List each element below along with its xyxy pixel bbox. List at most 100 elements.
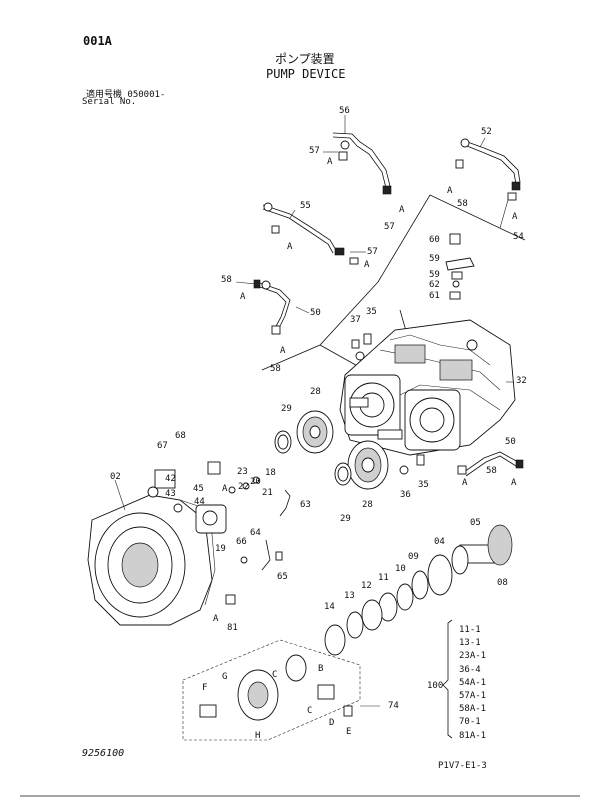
callout-59b: 59 xyxy=(429,270,440,280)
callout-28a: 28 xyxy=(310,387,321,397)
kit-item: 13-1 xyxy=(459,638,481,649)
callout-23: 23 xyxy=(237,467,248,477)
callout-65: 65 xyxy=(277,572,288,582)
gear-28-upper xyxy=(296,410,334,454)
marker-a-7: A xyxy=(240,292,246,302)
callout-32: 32 xyxy=(516,376,527,386)
oring-13 xyxy=(346,611,364,639)
marker-a-11: A xyxy=(222,484,228,494)
callout-35b: 35 xyxy=(418,480,429,490)
kit-item-list: 11-1 13-1 23A-1 36-4 54A-1 57A-1 58A-1 7… xyxy=(459,624,486,743)
washer-36 xyxy=(399,465,409,475)
kit-item: 70-1 xyxy=(459,717,481,728)
marker-a-3: A xyxy=(399,205,405,215)
callout-57a: 57 xyxy=(309,146,320,156)
fitting-18 xyxy=(252,476,260,484)
callout-64: 64 xyxy=(250,528,261,538)
callout-28b: 28 xyxy=(362,500,373,510)
fitting-22 xyxy=(228,486,236,494)
marker-c-1: C xyxy=(272,670,278,680)
callout-29b: 29 xyxy=(340,514,351,524)
callout-58b: 58 xyxy=(221,275,232,285)
bolt-35-lower xyxy=(416,454,425,466)
sheet-reference: P1V7-E1-3 xyxy=(438,761,487,771)
callout-04: 04 xyxy=(434,537,445,547)
kit-bracket xyxy=(442,619,453,739)
callout-60: 60 xyxy=(429,235,440,245)
callout-43: 43 xyxy=(165,489,176,499)
coupling-kit-74 xyxy=(182,639,361,741)
callout-59a: 59 xyxy=(429,254,440,264)
kit-item: 54A-1 xyxy=(459,677,487,688)
title-japanese: ポンプ装置 xyxy=(275,52,335,66)
page-title: PUMP DEVICE xyxy=(266,67,346,81)
callout-44: 44 xyxy=(194,497,205,507)
fitting-66 xyxy=(240,556,248,564)
callout-18: 18 xyxy=(265,468,276,478)
marker-a-12: A xyxy=(213,614,219,624)
kit-item: 23A-1 xyxy=(459,651,487,662)
callout-52: 52 xyxy=(481,127,492,137)
marker-e: E xyxy=(346,727,352,737)
callout-58a: 58 xyxy=(457,199,468,209)
callout-68: 68 xyxy=(175,431,186,441)
marker-a-9: A xyxy=(462,478,468,488)
ring-29-upper xyxy=(274,430,292,454)
callout-61: 61 xyxy=(429,291,440,301)
seal-12 xyxy=(361,599,383,631)
bolt-35-upper xyxy=(363,333,372,345)
snap-ring-14 xyxy=(324,624,346,656)
marker-g: G xyxy=(222,672,228,682)
callout-50b: 50 xyxy=(505,437,516,447)
fitting-20 xyxy=(242,482,250,490)
bearing-04 xyxy=(427,554,453,596)
bolt-81 xyxy=(225,594,236,605)
marker-a-6: A xyxy=(364,260,370,270)
callout-42: 42 xyxy=(165,474,176,484)
callout-14: 14 xyxy=(324,602,335,612)
callout-08: 08 xyxy=(497,578,508,588)
callout-81: 81 xyxy=(227,623,238,633)
callout-19: 19 xyxy=(215,544,226,554)
page-code: 001A xyxy=(83,34,112,48)
callout-35a: 35 xyxy=(366,307,377,317)
valve-19 xyxy=(195,504,227,534)
callout-58d: 58 xyxy=(486,466,497,476)
callout-11: 11 xyxy=(378,573,389,583)
pipe-64 xyxy=(261,539,271,571)
kit-label: 100 xyxy=(427,681,444,691)
callout-54: 54 xyxy=(513,232,524,242)
callout-63: 63 xyxy=(300,500,311,510)
kit-item: 36-4 xyxy=(459,664,481,675)
fitting-65 xyxy=(275,551,283,561)
drawing-number: 9256100 xyxy=(82,748,125,759)
filter-23 xyxy=(207,461,221,475)
kit-item: 11-1 xyxy=(459,625,481,635)
callout-57c: 57 xyxy=(367,247,378,257)
marker-d: D xyxy=(329,718,335,728)
callout-67: 67 xyxy=(157,441,168,451)
callout-37: 37 xyxy=(350,315,361,325)
marker-a-1: A xyxy=(327,157,333,167)
pipe-63 xyxy=(279,489,291,517)
pipe-assembly-55 xyxy=(262,202,359,265)
callout-50a: 50 xyxy=(310,308,321,318)
callout-58c: 58 xyxy=(270,364,281,374)
marker-b: B xyxy=(318,664,324,674)
callout-13: 13 xyxy=(344,591,355,601)
callout-55: 55 xyxy=(300,201,311,211)
fitting-group-59-62 xyxy=(445,233,475,300)
kit-item: 81A-1 xyxy=(459,730,487,741)
callout-45: 45 xyxy=(193,484,204,494)
callout-10: 10 xyxy=(395,564,406,574)
shaft-05 xyxy=(451,524,513,575)
pump-housing-02 xyxy=(87,469,216,626)
pipe-assembly-50-upper xyxy=(253,279,291,335)
pipe-assembly-52 xyxy=(455,138,521,201)
marker-a-8: A xyxy=(280,346,286,356)
bolt-37 xyxy=(351,339,360,349)
marker-a-4: A xyxy=(512,212,518,222)
ring-29-lower xyxy=(334,462,352,486)
callout-29a: 29 xyxy=(281,404,292,414)
